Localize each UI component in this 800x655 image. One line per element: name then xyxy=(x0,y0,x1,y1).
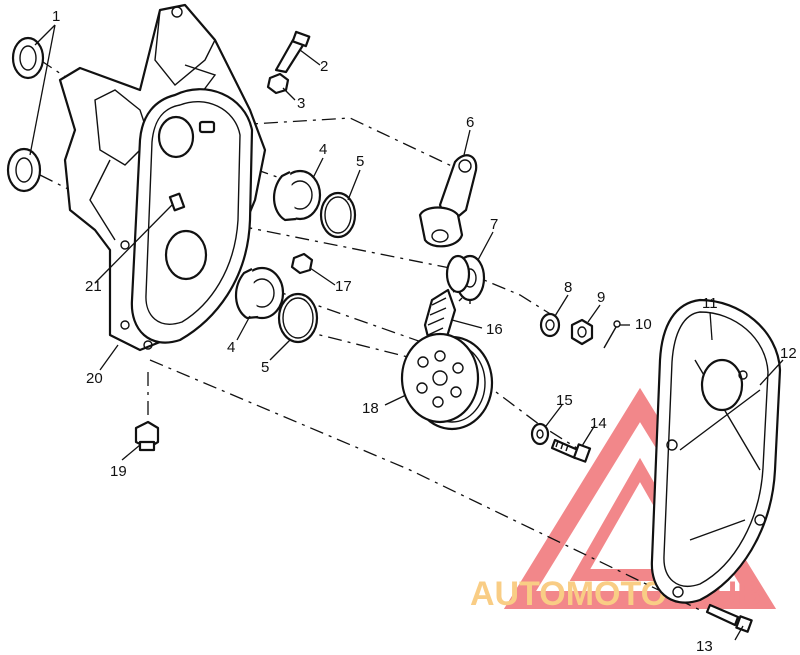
seal-lower xyxy=(6,147,42,193)
nut-9 xyxy=(570,318,594,346)
callout-5-lower: 5 xyxy=(261,359,269,376)
callout-5-upper: 5 xyxy=(356,153,364,170)
callout-3: 3 xyxy=(297,95,305,112)
callout-16: 16 xyxy=(486,321,503,338)
callout-15: 15 xyxy=(556,392,573,409)
callout-21: 21 xyxy=(85,278,102,295)
washer-8 xyxy=(539,312,561,338)
chaincase-cover xyxy=(650,298,782,604)
callouts: 1 2 3 4 4 5 5 6 7 8 9 10 11 12 13 14 15 … xyxy=(52,8,797,655)
cover-bolt xyxy=(705,603,753,633)
callout-12: 12 xyxy=(780,345,797,362)
bolt-14 xyxy=(550,438,592,463)
watermark-text-automoto: AUTOMOTO xyxy=(470,575,667,613)
callout-2: 2 xyxy=(320,58,328,75)
washer-15 xyxy=(530,422,550,446)
driven-sprocket xyxy=(400,332,494,431)
callout-20: 20 xyxy=(86,370,103,387)
drain-plug xyxy=(134,420,160,452)
seal-upper xyxy=(11,36,45,80)
stud xyxy=(168,192,186,212)
callout-4-lower: 4 xyxy=(227,339,235,356)
callout-10: 10 xyxy=(635,316,652,333)
upper-bore xyxy=(157,115,195,159)
callout-14: 14 xyxy=(590,415,607,432)
callout-17: 17 xyxy=(335,278,352,295)
callout-8: 8 xyxy=(564,279,572,296)
cotter-pin xyxy=(603,320,621,349)
bearing-upper xyxy=(273,169,322,222)
tensioner-arm xyxy=(418,154,478,248)
callout-6: 6 xyxy=(466,114,474,131)
lower-bore xyxy=(164,229,208,281)
small-nut xyxy=(290,252,314,275)
snap-ring-lower xyxy=(277,292,319,344)
snap-ring-upper xyxy=(319,191,357,239)
callout-19: 19 xyxy=(110,463,127,480)
callout-9: 9 xyxy=(597,289,605,306)
callout-13: 13 xyxy=(696,638,713,655)
drive-sprocket xyxy=(445,254,486,304)
chain-guide-outline xyxy=(130,88,254,344)
leader-lines xyxy=(29,24,784,641)
callout-18: 18 xyxy=(362,400,379,417)
callout-7: 7 xyxy=(490,216,498,233)
callout-1: 1 xyxy=(52,8,60,25)
callout-11: 11 xyxy=(702,295,718,312)
callout-4-upper: 4 xyxy=(319,141,327,158)
adjuster-bolt xyxy=(274,30,311,74)
bearing-lower xyxy=(235,266,285,320)
